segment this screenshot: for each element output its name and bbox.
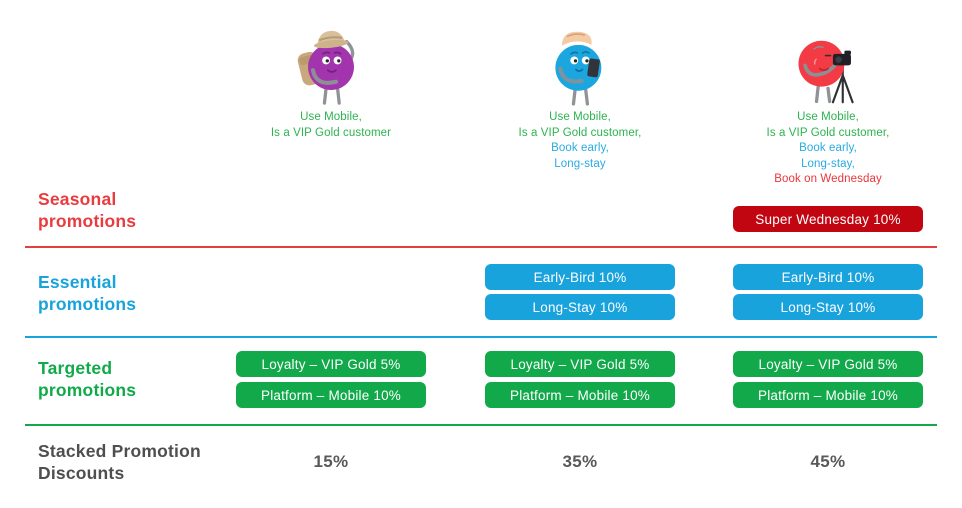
stacked-discount-value-2: 35% (562, 452, 598, 471)
stacked-discount-value-1: 15% (313, 452, 349, 471)
platform-mobile-badge: Platform – Mobile 10% (733, 382, 923, 408)
platform-mobile-badge: Platform – Mobile 10% (485, 382, 675, 408)
loyalty-vip-gold-badge: Loyalty – VIP Gold 5% (733, 351, 923, 377)
persona-2-traits: Use Mobile, Is a VIP Gold customer, Book… (465, 110, 695, 172)
trait-line: Long-stay, (801, 157, 855, 170)
super-wednesday-badge: Super Wednesday 10% (733, 206, 923, 232)
trait-line: Use Mobile, (549, 111, 611, 123)
trait-line: Use Mobile, (300, 111, 362, 123)
stacked-promotion-discounts-label: Stacked Promotion Discounts (38, 441, 201, 483)
early-bird-badge: Early-Bird 10% (733, 264, 923, 290)
photographer-character-illustration (798, 40, 854, 104)
trait-line: Book early, (551, 142, 609, 154)
trait-line: Book on Wednesday (774, 173, 882, 185)
stacked-discount-value-3: 45% (810, 452, 846, 471)
mobile-user-character-illustration (555, 31, 602, 106)
trait-line: Is a VIP Gold customer, (518, 126, 642, 139)
explorer-character-illustration (297, 30, 355, 105)
seasonal-promotions-label: Seasonal promotions (38, 189, 137, 231)
long-stay-badge: Long-Stay 10% (485, 294, 675, 320)
trait-line: Is a VIP Gold customer (270, 126, 392, 139)
trait-line: Long-stay (554, 157, 606, 170)
persona-1-traits: Use Mobile, Is a VIP Gold customer (216, 110, 446, 141)
persona-3-traits: Use Mobile, Is a VIP Gold customer, Book… (713, 110, 943, 188)
trait-line: Is a VIP Gold customer, (766, 126, 890, 139)
platform-mobile-badge: Platform – Mobile 10% (236, 382, 426, 408)
essential-row-divider (25, 336, 937, 338)
loyalty-vip-gold-badge: Loyalty – VIP Gold 5% (236, 351, 426, 377)
targeted-row-divider (25, 424, 937, 426)
trait-line: Use Mobile, (797, 111, 859, 123)
targeted-promotions-label: Targeted promotions (38, 358, 137, 400)
essential-promotions-label: Essential promotions (38, 272, 137, 314)
early-bird-badge: Early-Bird 10% (485, 264, 675, 290)
trait-line: Book early, (799, 142, 857, 154)
loyalty-vip-gold-badge: Loyalty – VIP Gold 5% (485, 351, 675, 377)
long-stay-badge: Long-Stay 10% (733, 294, 923, 320)
seasonal-row-divider (25, 246, 937, 248)
